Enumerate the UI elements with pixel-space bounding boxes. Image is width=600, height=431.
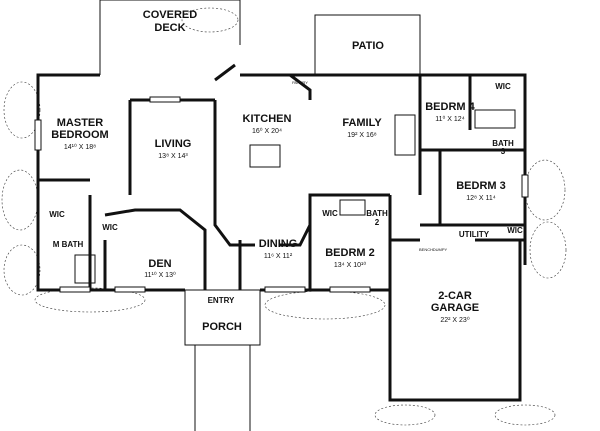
bath3-label-2: 3	[501, 147, 506, 156]
den-dims: 11¹⁰ X 13⁰	[144, 271, 176, 279]
family-label: FAMILY	[342, 117, 382, 129]
m-bath-label: M BATH	[53, 240, 84, 249]
patio: PATIO	[314, 14, 421, 75]
covered-deck-label-2: DECK	[154, 22, 185, 34]
bedrm3-label: BEDRM 3	[456, 180, 506, 192]
master-bedroom-label-2: BEDROOM	[51, 129, 108, 141]
fixtures	[74, 109, 516, 431]
bath2-label: BATH	[366, 209, 388, 218]
bench-label: BENCH	[419, 247, 433, 252]
covered-deck: COVERED DECK	[99, 0, 241, 75]
bath2-tub	[339, 199, 366, 216]
living-dims: 13⁸ X 14³	[158, 153, 188, 160]
bath3-label: BATH	[492, 139, 514, 148]
master-bedroom-label: MASTER	[57, 117, 104, 129]
living-label: LIVING	[155, 138, 192, 150]
entry-label: ENTRY	[208, 296, 235, 305]
wic-bedrm2-label: WIC	[322, 209, 338, 218]
covered-deck-label: COVERED	[143, 9, 197, 21]
windows	[34, 96, 529, 293]
dining-dims: 11⁶ X 11²	[264, 253, 293, 260]
exterior-walls	[36, 73, 527, 402]
bedrm4-label: BEDRM 4	[425, 101, 475, 113]
wic-bedrm4-label: WIC	[495, 82, 511, 91]
porch-label: PORCH	[202, 321, 242, 333]
porch-slab	[184, 289, 261, 346]
wic-master-2-label: WIC	[102, 223, 118, 232]
patio-label: PATIO	[352, 40, 384, 52]
bedrm4-dims: 11⁰ X 12⁴	[435, 115, 464, 123]
interior-walls	[38, 63, 525, 290]
pantry-label: PANTRY	[292, 80, 308, 85]
kitchen-dims: 16⁰ X 20⁴	[252, 127, 282, 135]
bedrm4-bath-tub	[474, 109, 516, 129]
garage-label: 2-CAR	[438, 290, 472, 302]
dumpy-label: DUMPY	[433, 247, 448, 252]
m-bath-tub	[74, 254, 96, 284]
bedrm3-dims: 12⁸ X 11⁴	[466, 195, 496, 202]
den-label: DEN	[148, 258, 171, 270]
kitchen-label: KITCHEN	[243, 113, 292, 125]
kitchen-island	[249, 144, 281, 168]
garage-label-2: GARAGE	[431, 302, 479, 314]
fireplace	[394, 114, 416, 156]
family-dims: 19² X 16⁸	[347, 132, 376, 139]
wic-master-label: WIC	[49, 210, 65, 219]
room-labels: MASTER BEDROOM 14¹⁰ X 18⁸ LIVING 13⁸ X 1…	[49, 80, 523, 333]
utility-label: UTILITY	[459, 230, 490, 239]
dining-label: DINING	[259, 238, 298, 250]
garage-dims: 22² X 23⁰	[440, 316, 469, 324]
bath2-label-2: 2	[375, 218, 380, 227]
landscaping-shrubs	[1, 7, 567, 426]
wic-bedrm3-label: WIC	[507, 226, 523, 235]
master-bedroom-dims: 14¹⁰ X 18⁸	[64, 143, 96, 151]
bedrm2-dims: 13⁴ X 10¹⁰	[334, 261, 366, 269]
bedrm2-label: BEDRM 2	[325, 247, 375, 259]
